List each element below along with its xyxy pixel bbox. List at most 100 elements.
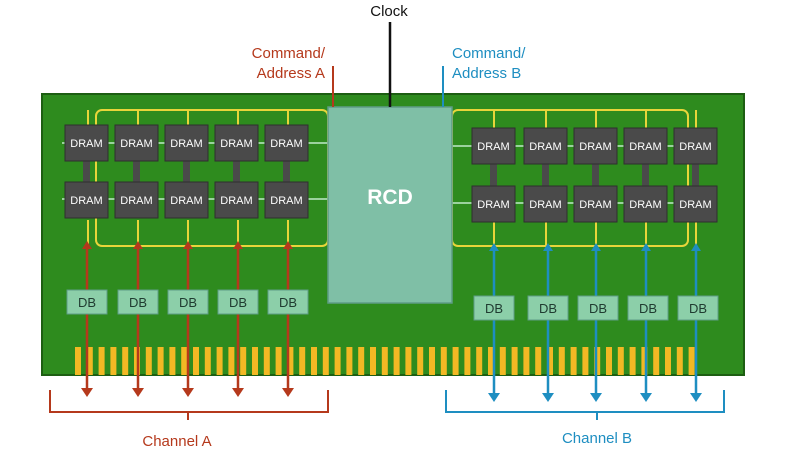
dram-label: DRAM (70, 138, 102, 150)
connector-pin (358, 347, 365, 375)
connector-pin (606, 347, 612, 375)
dram-chip: DRAM (673, 127, 718, 165)
dram-chip: DRAM (623, 185, 668, 223)
dram-stem (83, 160, 90, 185)
data-buffer: DB (117, 289, 159, 315)
connector-pin (204, 347, 211, 375)
dram-chip: DRAM (264, 124, 309, 162)
dram-label: DRAM (629, 199, 661, 211)
dram-label: DRAM (529, 141, 561, 153)
data-buffer: DB (627, 295, 669, 321)
data-arrow (282, 241, 294, 397)
dram-chip: DRAM (164, 181, 209, 219)
dram-chip: DRAM (573, 185, 618, 223)
dram-chip: DRAM (64, 181, 109, 219)
bus-traces (87, 109, 697, 247)
dram-label: DRAM (529, 199, 561, 211)
connector-pin (228, 347, 235, 375)
connector-pin (511, 347, 518, 375)
connector-pin (629, 347, 636, 375)
connector-pin (311, 347, 317, 375)
channel-b-bracket (445, 390, 725, 420)
channel-a-arrows (81, 241, 294, 397)
dram-chip: DRAM (471, 127, 516, 165)
connector-pin (535, 347, 542, 375)
dram-label: DRAM (477, 199, 509, 211)
clock-label: Clock (370, 3, 408, 20)
connector-pin (263, 347, 270, 375)
connector-pin (558, 347, 565, 375)
connector-pin (252, 347, 258, 375)
db-label: DB (639, 301, 657, 316)
data-buffer: DB (66, 289, 108, 315)
connector-pin (381, 347, 388, 375)
db-label: DB (179, 295, 197, 310)
connector-pin (464, 347, 471, 375)
dram-stem (283, 160, 290, 185)
dram-stem (490, 163, 497, 188)
connector-pin (547, 347, 553, 375)
dram-stem (233, 160, 240, 185)
connector-pin (370, 347, 376, 375)
db-label: DB (279, 295, 297, 310)
dram-chip: DRAM (214, 181, 259, 219)
cmd-addr-a-label-line1: Command/ (252, 45, 326, 62)
data-buffer: DB (473, 295, 515, 321)
dram-chip: DRAM (64, 124, 109, 162)
connector-pin (499, 347, 506, 375)
dram-label: DRAM (220, 195, 252, 207)
dram-chip: DRAM (523, 185, 568, 223)
connector-pin (452, 347, 459, 375)
dram-label: DRAM (477, 141, 509, 153)
data-buffer: DB (167, 289, 209, 315)
db-label: DB (589, 301, 607, 316)
rcd-label: RCD (367, 186, 413, 209)
connector-pin (429, 347, 435, 375)
dram-label: DRAM (70, 195, 102, 207)
dram-label: DRAM (170, 195, 202, 207)
connector-pin (181, 347, 188, 375)
data-arrow (182, 241, 194, 397)
connector-pin (110, 347, 117, 375)
dram-chip: DRAM (471, 185, 516, 223)
connector-pin (617, 347, 624, 375)
db-label: DB (689, 301, 707, 316)
connector-pin (641, 347, 648, 375)
connector-pin (122, 347, 129, 375)
rcd-chip (327, 106, 453, 304)
dram-chip: DRAM (623, 127, 668, 165)
db-label: DB (539, 301, 557, 316)
data-buffer: DB (267, 289, 309, 315)
connector-pin (570, 347, 577, 375)
connector-pin (440, 347, 447, 375)
connector-pin (75, 347, 81, 375)
channel-b-dram-top-row: DRAM DRAM DRAM DRAM DRAM (471, 127, 718, 188)
dram-label: DRAM (220, 138, 252, 150)
dram-stem (642, 163, 649, 188)
dram-label: DRAM (579, 141, 611, 153)
connector-pin (193, 347, 199, 375)
connector-pin (665, 347, 671, 375)
connector-pin (405, 347, 412, 375)
connector-pin (676, 347, 683, 375)
dram-label: DRAM (679, 141, 711, 153)
data-arrow (232, 241, 244, 397)
connector-pin (216, 347, 223, 375)
db-label: DB (485, 301, 503, 316)
channel-a-bracket (49, 390, 329, 420)
connector-pin (582, 347, 589, 375)
connector-pin (417, 347, 424, 375)
dram-stem (133, 160, 140, 185)
dram-chip: DRAM (673, 185, 718, 223)
cmd-addr-b-label-line2: Address B (452, 65, 521, 82)
connector-pin (169, 347, 176, 375)
connector-pin (346, 347, 353, 375)
db-label: DB (229, 295, 247, 310)
connector-pin (322, 347, 329, 375)
connector-pin (240, 347, 247, 375)
data-buffer: DB (677, 295, 719, 321)
connector-pin (157, 347, 164, 375)
channel-a-data-buffers: DB DB DB DB DB (66, 289, 309, 315)
